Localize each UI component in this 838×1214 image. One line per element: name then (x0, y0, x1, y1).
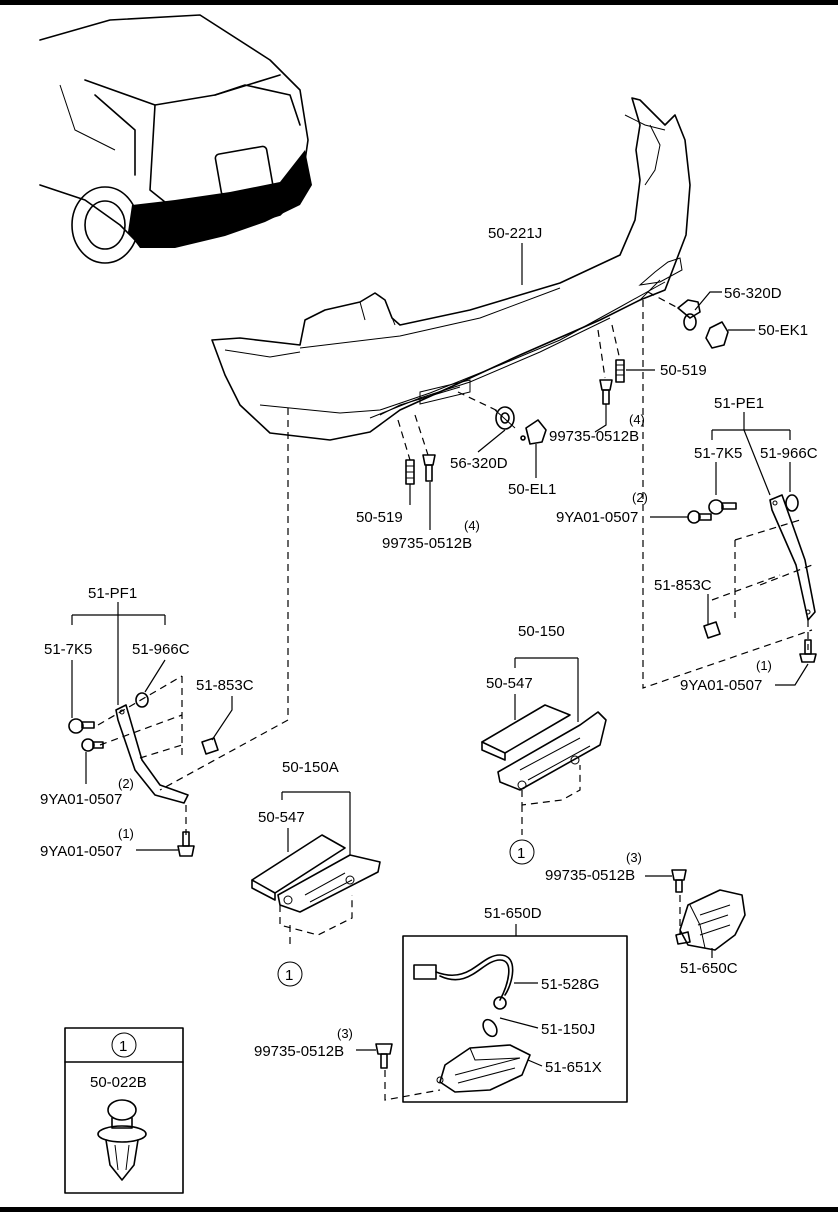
label-screw-c: 50-519 (356, 509, 403, 526)
bolt-center (422, 454, 436, 482)
label-bracket-l-nut: 51-853C (196, 677, 254, 694)
label-bolt-r-qty: (4) (629, 412, 645, 427)
vehicle-rear-view (39, 14, 312, 264)
label-harness: 51-528G (541, 976, 599, 993)
label-grommet-r: 56-320D (724, 285, 782, 302)
label-lamp-assy: 51-650D (484, 905, 542, 922)
ref-1-a: 1 (285, 967, 293, 984)
label-cover-r: 50-EK1 (758, 322, 808, 339)
label-bolt-r: 99735-0512B (549, 428, 639, 445)
screw-50-519-right (615, 359, 625, 383)
label-bracket-r-nut: 51-853C (654, 577, 712, 594)
label-bracket-r-clip: 9YA01-0507 (556, 509, 638, 526)
heat-shield-50-150 (481, 704, 607, 791)
lamp-51-651x (436, 1044, 531, 1093)
clip-9ya01-left (81, 738, 104, 752)
bulb-51-150j (482, 1018, 498, 1038)
ref-1-b: 1 (517, 845, 525, 862)
washer-51-966c-left (135, 692, 149, 708)
label-lamp-r: 51-650C (680, 960, 738, 977)
heat-shield-50-150a (251, 834, 381, 913)
legend-part: 50-022B (90, 1074, 147, 1091)
label-bracket-r: 51-PE1 (714, 395, 764, 412)
label-bracket-r-7k5: 51-7K5 (694, 445, 742, 462)
clip-9ya01-right-lower (799, 639, 817, 663)
label-lamp-r-screw-qty: (3) (626, 850, 642, 865)
ref-circle-b (509, 839, 535, 865)
grommet-center (494, 406, 516, 430)
label-bumper: 50-221J (488, 225, 542, 242)
bolt-right (599, 379, 613, 405)
push-clip-icon (97, 1099, 147, 1181)
nut-51-853c-right (703, 621, 721, 639)
label-shield-b-pad: 50-547 (486, 675, 533, 692)
nut-51-853c-left (201, 737, 219, 755)
label-bracket-l-clip2-qty: (1) (118, 826, 134, 841)
label-bolt-c: 99735-0512B (382, 535, 472, 552)
label-shield-a-pad: 50-547 (258, 809, 305, 826)
grommet-right (677, 299, 701, 331)
label-bracket-l-clip: 9YA01-0507 (40, 791, 122, 808)
bolt-51-7k5-left (68, 718, 95, 734)
label-bulb: 51-150J (541, 1021, 595, 1038)
label-lamp-unit: 51-651X (545, 1059, 602, 1076)
washer-51-966c-right (785, 494, 799, 512)
label-bracket-r-clip-qty: (2) (632, 490, 648, 505)
screw-lamp-left (375, 1043, 393, 1069)
label-shield-b: 50-150 (518, 623, 565, 640)
bottom-rule (0, 1207, 838, 1212)
label-grommet-c: 56-320D (450, 455, 508, 472)
label-bracket-l-7k5: 51-7K5 (44, 641, 92, 658)
screw-50-519-center (405, 459, 415, 485)
label-bracket-r-clip2: 9YA01-0507 (680, 677, 762, 694)
label-bracket-l: 51-PF1 (88, 585, 137, 602)
label-lamp-r-screw: 99735-0512B (545, 867, 635, 884)
legend-ref: 1 (119, 1038, 127, 1055)
lamp-assembly-box (402, 935, 628, 1103)
label-lamp-screw: 99735-0512B (254, 1043, 344, 1060)
label-lamp-screw-qty: (3) (337, 1026, 353, 1041)
label-bracket-r-clip2-qty: (1) (756, 658, 772, 673)
bolt-51-7k5-right (708, 499, 737, 515)
clip-9ya01-right (687, 510, 712, 524)
label-shield-a: 50-150A (282, 759, 339, 776)
lamp-51-650c (675, 889, 746, 951)
label-cover-c: 50-EL1 (508, 481, 556, 498)
legend-box: 1 50-022B (64, 1027, 184, 1194)
clip-9ya01-left-lower (177, 831, 195, 857)
harness-51-528g (413, 954, 514, 1010)
rear-bumper (211, 97, 691, 441)
label-bolt-c-qty: (4) (464, 518, 480, 533)
highlighted-bumper (128, 150, 312, 248)
cover-center (520, 419, 547, 445)
label-bracket-r-966c: 51-966C (760, 445, 818, 462)
label-screw-r: 50-519 (660, 362, 707, 379)
screw-lamp-right (671, 869, 687, 893)
label-bracket-l-clip2: 9YA01-0507 (40, 843, 122, 860)
label-bracket-l-clip-qty: (2) (118, 776, 134, 791)
top-rule (0, 0, 838, 5)
label-bracket-l-966c: 51-966C (132, 641, 190, 658)
ref-circle-a (277, 961, 303, 987)
bracket-51-pe1 (769, 494, 816, 621)
cover-right (705, 321, 729, 349)
